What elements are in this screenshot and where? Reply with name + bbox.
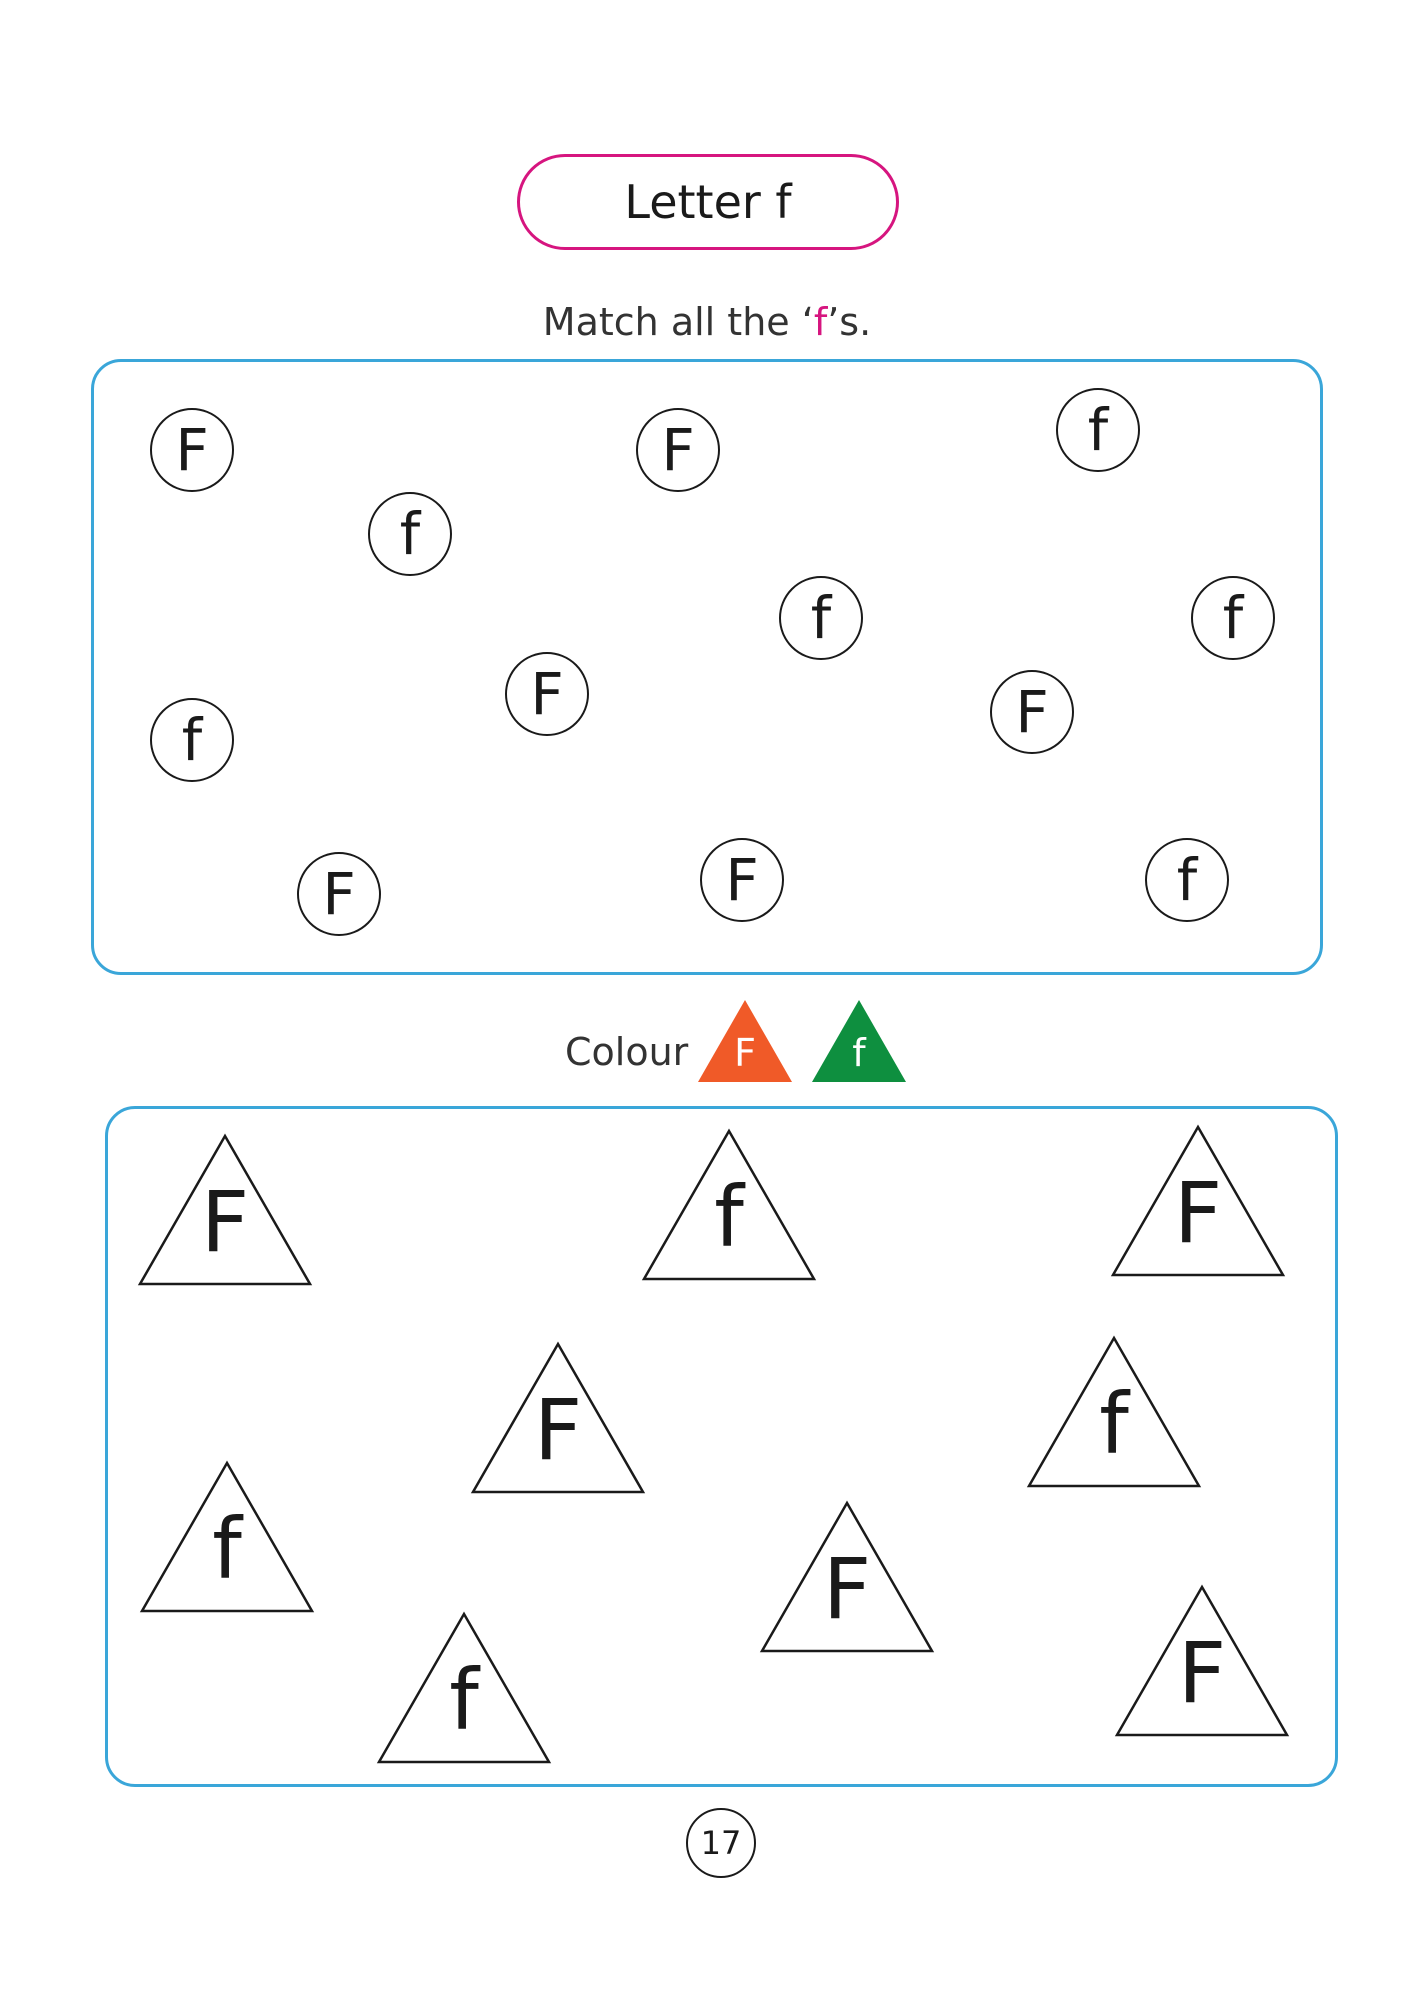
letter-circle[interactable]: f	[368, 492, 452, 576]
key-triangle-shape	[812, 1000, 906, 1082]
letter-triangle[interactable]: F	[759, 1500, 935, 1653]
letter-triangle[interactable]: f	[641, 1128, 817, 1281]
key-triangle-shape	[698, 1000, 792, 1082]
letter-circle[interactable]: F	[297, 852, 381, 936]
letter-triangle[interactable]: f	[139, 1460, 315, 1613]
letter-circle[interactable]: f	[150, 698, 234, 782]
letter-triangle[interactable]: F	[1110, 1124, 1286, 1277]
colour-key-lowercase-letter: f	[852, 1031, 866, 1075]
colour-label: Colour	[565, 1030, 689, 1074]
colour-key: Colour F f	[565, 1000, 925, 1082]
page-number: 17	[686, 1808, 756, 1878]
triangle-outline-icon	[137, 1133, 313, 1286]
colour-panel	[105, 1106, 1338, 1787]
triangle-letter: F	[533, 1381, 583, 1479]
letter-circle[interactable]: f	[1056, 388, 1140, 472]
match-instruction: Match all the ‘f’s.	[0, 300, 1414, 344]
green-triangle-icon	[812, 1000, 906, 1082]
page-title-text: Letter f	[624, 175, 792, 229]
match-instruction-suffix: ’s.	[827, 300, 872, 344]
triangle-letter: f	[1099, 1375, 1129, 1473]
letter-triangle[interactable]: F	[1114, 1584, 1290, 1737]
letter-triangle[interactable]: f	[1026, 1335, 1202, 1488]
letter-circle[interactable]: f	[1191, 576, 1275, 660]
triangle-outline-icon	[1114, 1584, 1290, 1737]
triangle-letter: f	[714, 1168, 744, 1266]
triangle-outline-icon	[1110, 1124, 1286, 1277]
letter-circle[interactable]: F	[700, 838, 784, 922]
letter-circle[interactable]: F	[505, 652, 589, 736]
triangle-letter: f	[449, 1651, 479, 1749]
triangle-letter: f	[212, 1500, 242, 1598]
triangle-outline-icon	[1026, 1335, 1202, 1488]
match-instruction-prefix: Match all the ‘	[542, 300, 814, 344]
triangle-letter: F	[822, 1540, 872, 1638]
letter-triangle[interactable]: F	[137, 1133, 313, 1286]
triangle-outline-icon	[376, 1611, 552, 1764]
letter-circle[interactable]: F	[150, 408, 234, 492]
letter-circle[interactable]: f	[779, 576, 863, 660]
letter-circle[interactable]: F	[636, 408, 720, 492]
letter-circle[interactable]: f	[1145, 838, 1229, 922]
triangle-letter: F	[200, 1173, 250, 1271]
orange-triangle-icon	[698, 1000, 792, 1082]
colour-key-uppercase-letter: F	[734, 1031, 756, 1075]
page-title: Letter f	[517, 154, 899, 250]
match-panel	[91, 359, 1323, 975]
triangle-outline-icon	[641, 1128, 817, 1281]
letter-circle[interactable]: F	[990, 670, 1074, 754]
triangle-outline-icon	[759, 1500, 935, 1653]
triangle-letter: F	[1177, 1624, 1227, 1722]
letter-triangle[interactable]: F	[470, 1341, 646, 1494]
letter-triangle[interactable]: f	[376, 1611, 552, 1764]
colour-key-lowercase: f	[812, 1000, 906, 1082]
triangle-outline-icon	[139, 1460, 315, 1613]
match-instruction-letter: f	[813, 300, 828, 344]
triangle-outline-icon	[470, 1341, 646, 1494]
triangle-letter: F	[1173, 1164, 1223, 1262]
colour-key-uppercase: F	[698, 1000, 792, 1082]
